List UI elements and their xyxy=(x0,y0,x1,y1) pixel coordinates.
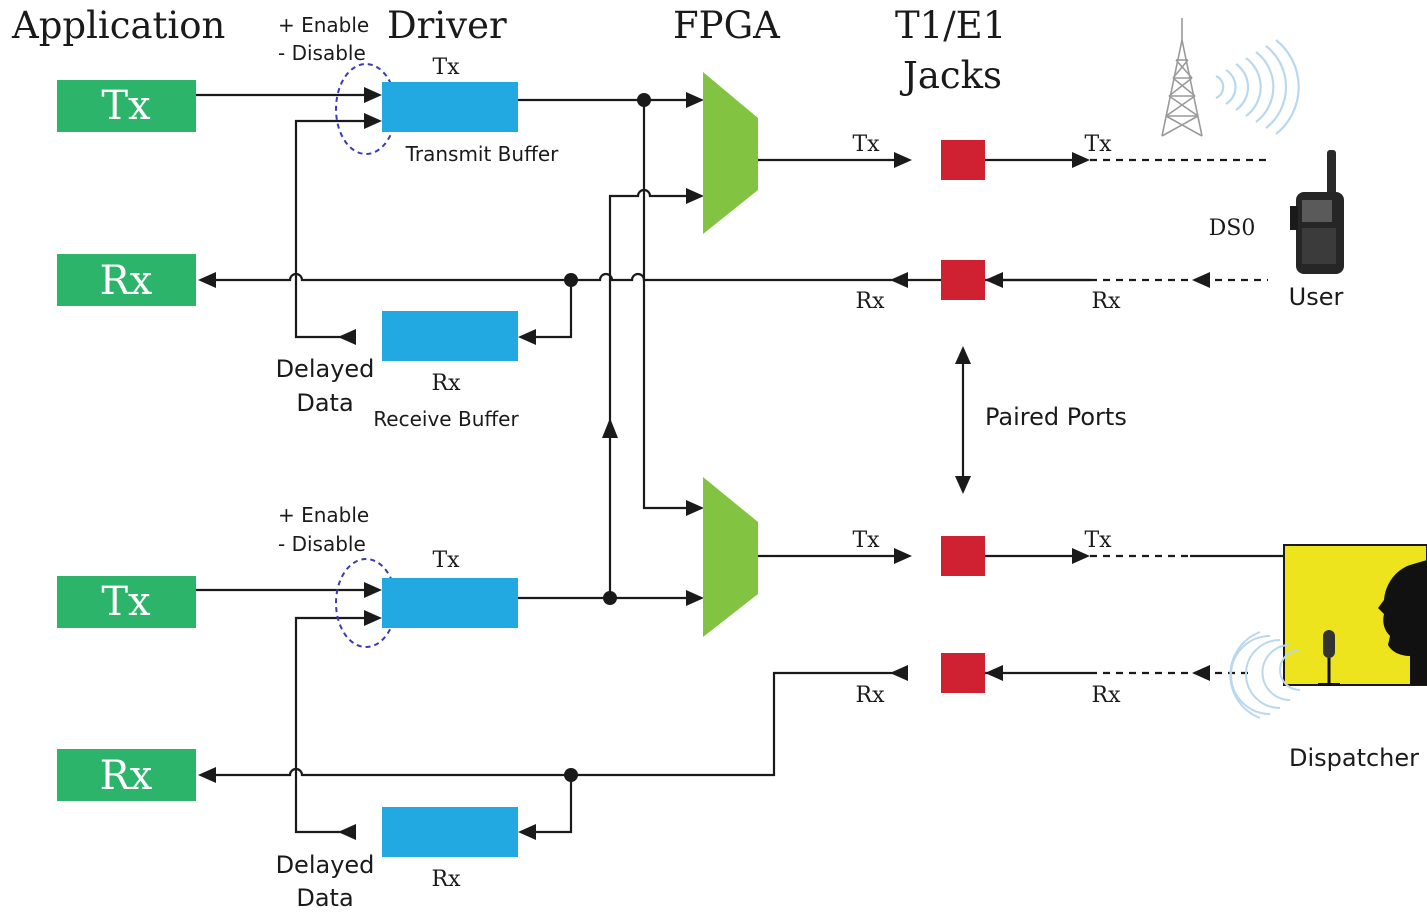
jack-bottom-rx xyxy=(941,653,985,693)
receive-buffer-top xyxy=(382,311,518,361)
app-tx-block-bottom: Tx xyxy=(57,576,196,628)
rx-line-label-2: Rx xyxy=(1092,289,1122,314)
top-wires xyxy=(196,93,1268,598)
rx-line-label-4: Rx xyxy=(1092,683,1122,708)
ds0-label: DS0 xyxy=(1209,216,1256,241)
tx-line-label-3: Tx xyxy=(852,528,880,553)
walkie-talkie-icon xyxy=(1290,150,1344,274)
header-t1e1-line2: Jacks xyxy=(899,54,1002,97)
radio-waves-icon xyxy=(1215,39,1300,135)
rx-buffer-caption-top: Rx xyxy=(432,371,462,396)
app-rx-label-bottom: Rx xyxy=(100,753,153,799)
paired-ports-label: Paired Ports xyxy=(985,403,1127,431)
jack-bottom-tx xyxy=(941,536,985,576)
delayed-data-top-line2: Data xyxy=(296,389,353,417)
receive-buffer-bottom xyxy=(382,807,518,857)
transmit-buffer-bottom xyxy=(382,578,518,628)
app-tx-block-top: Tx xyxy=(57,80,196,132)
tx-line-label-4: Tx xyxy=(1084,528,1112,553)
header-driver: Driver xyxy=(387,4,507,47)
dispatcher-label: Dispatcher xyxy=(1289,744,1419,772)
fpga-mux-top xyxy=(703,72,758,234)
jack-top-tx xyxy=(941,140,985,180)
header-fpga: FPGA xyxy=(673,4,781,47)
transmit-buffer-label: Transmit Buffer xyxy=(405,142,560,166)
app-rx-block-top: Rx xyxy=(57,254,196,306)
enable-label-top: + Enable xyxy=(278,13,369,37)
user-label: User xyxy=(1289,283,1344,311)
receive-buffer-label: Receive Buffer xyxy=(373,407,519,431)
tx-line-label-1: Tx xyxy=(852,132,880,157)
app-tx-label-top: Tx xyxy=(101,83,151,129)
fpga-mux-bottom xyxy=(703,477,758,637)
rx-buffer-caption-bottom: Rx xyxy=(432,867,462,892)
delayed-data-bottom-line1: Delayed xyxy=(276,851,375,879)
tx-buffer-caption-bottom: Tx xyxy=(432,548,460,573)
tx-buffer-caption-top: Tx xyxy=(432,55,460,80)
app-tx-label-bottom: Tx xyxy=(101,579,151,625)
app-rx-label-top: Rx xyxy=(100,258,153,304)
bottom-wires xyxy=(196,278,1284,834)
disable-label-top: - Disable xyxy=(278,41,366,65)
jack-top-rx xyxy=(941,260,985,300)
header-t1e1-line1: T1/E1 xyxy=(895,4,1006,47)
dispatcher-sound-waves-icon xyxy=(1229,631,1301,719)
rx-line-label-3: Rx xyxy=(856,683,886,708)
disable-label-bottom: - Disable xyxy=(278,532,366,556)
rx-line-label-1: Rx xyxy=(856,289,886,314)
header-application: Application xyxy=(11,4,225,47)
paired-ports-arrow xyxy=(955,346,971,494)
enable-label-bottom: + Enable xyxy=(278,503,369,527)
arrowheads xyxy=(198,87,1210,840)
delayed-data-bottom-line2: Data xyxy=(296,884,353,912)
app-rx-block-bottom: Rx xyxy=(57,749,196,801)
transmit-buffer-top xyxy=(382,82,518,132)
tx-line-label-2: Tx xyxy=(1084,132,1112,157)
dispatcher-icon xyxy=(1283,544,1427,686)
delayed-data-top-line1: Delayed xyxy=(276,355,375,383)
junction-dots xyxy=(564,93,651,782)
radio-tower-icon xyxy=(1161,18,1203,137)
